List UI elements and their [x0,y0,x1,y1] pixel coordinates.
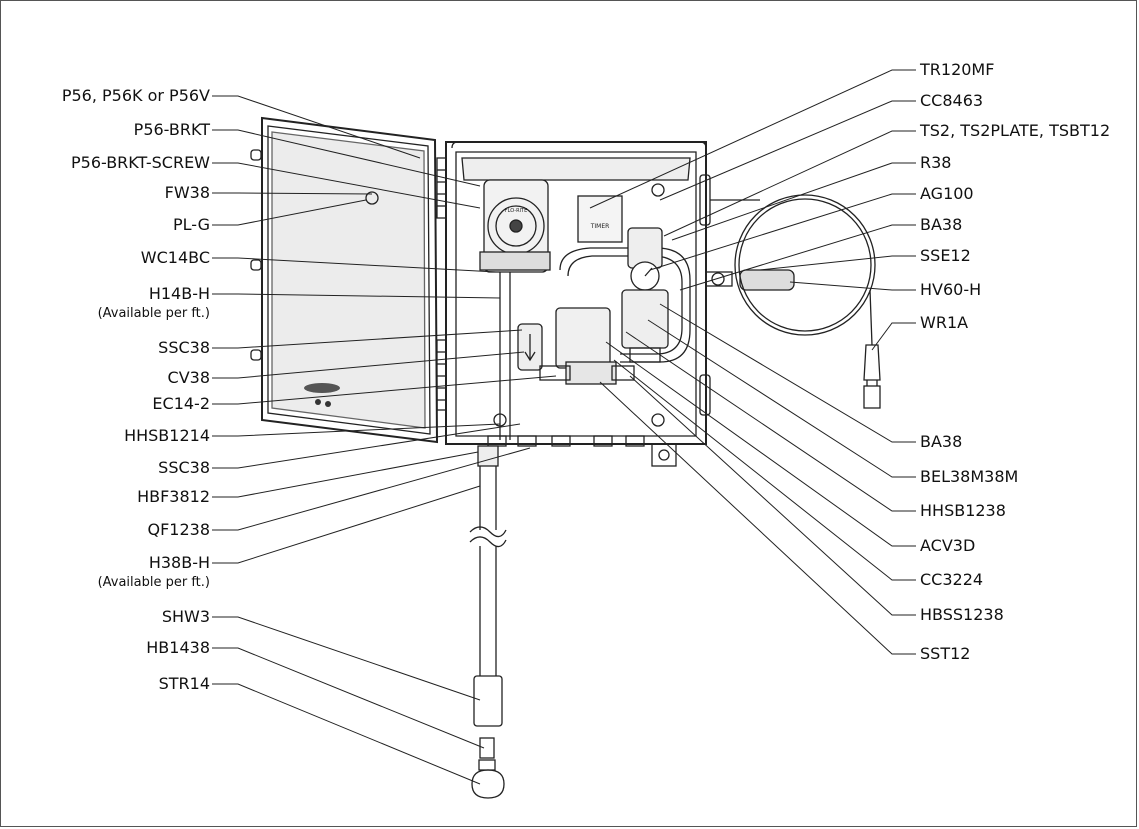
label-fw38: FW38 [164,183,210,202]
label-cv38: CV38 [167,368,210,387]
label-p56-brkt-screw: P56-BRKT-SCREW [70,153,210,172]
label-ssc38-b: SSC38 [158,458,210,477]
label-hb1438: HB1438 [146,638,210,657]
power-cord [710,194,881,409]
label-p56: P56, P56K or P56V [61,86,210,105]
mounting-bolts [365,183,665,427]
label-hv60-h: HV60-H [920,280,982,299]
enclosure-door [250,116,439,444]
label-ts2: TS2, TS2PLATE, TSBT12 [920,121,1111,140]
side-valve [705,269,795,291]
label-hhsb1238: HHSB1238 [920,501,1006,520]
label-ba38-a: BA38 [920,215,963,234]
check-valve [517,323,543,371]
label-wr1a: WR1A [920,313,969,332]
label-ssc38-a: SSC38 [158,338,210,357]
label-h38b-h-note: (Available per ft.) [97,575,210,590]
label-ag100: AG100 [920,184,974,203]
pump-brand-label: FLO-RITE [505,208,528,214]
label-h14b-h-note: (Available per ft.) [97,306,210,321]
label-ba38-b: BA38 [920,432,963,451]
left-leaders [212,95,557,785]
label-cc8463: CC8463 [920,91,984,110]
label-str14: STR14 [158,674,210,693]
label-wc14bc: WC14BC [140,248,210,267]
valve-block [539,307,635,385]
label-p56-brkt: P56-BRKT [133,120,210,139]
label-pl-g: PL-G [172,215,210,234]
label-acv3d: ACV3D [920,536,976,555]
label-hbf3812: HBF3812 [137,487,210,506]
label-cc3224: CC3224 [920,570,984,589]
label-shw3: SHW3 [161,607,210,626]
door-logo [304,383,340,407]
label-tr120mf: TR120MF [920,60,995,79]
label-hhsb1214: HHSB1214 [124,426,210,445]
label-bel38m38m: BEL38M38M [920,467,1019,486]
right-leaders [589,69,916,655]
suction-hose [469,445,507,799]
enclosure-body [436,141,711,467]
label-sse12: SSE12 [920,246,971,265]
label-ec14-2: EC14-2 [152,394,210,413]
label-r38: R38 [920,153,952,172]
label-hbss1238: HBSS1238 [920,605,1004,624]
regulator [621,227,669,363]
label-h38b-h: H38B-H [148,553,210,572]
timer-label: TIMER [590,223,610,230]
label-sst12: SST12 [920,644,971,663]
label-qf1238: QF1238 [147,520,210,539]
label-h14b-h: H14B-H [148,284,210,303]
pump [479,179,551,273]
